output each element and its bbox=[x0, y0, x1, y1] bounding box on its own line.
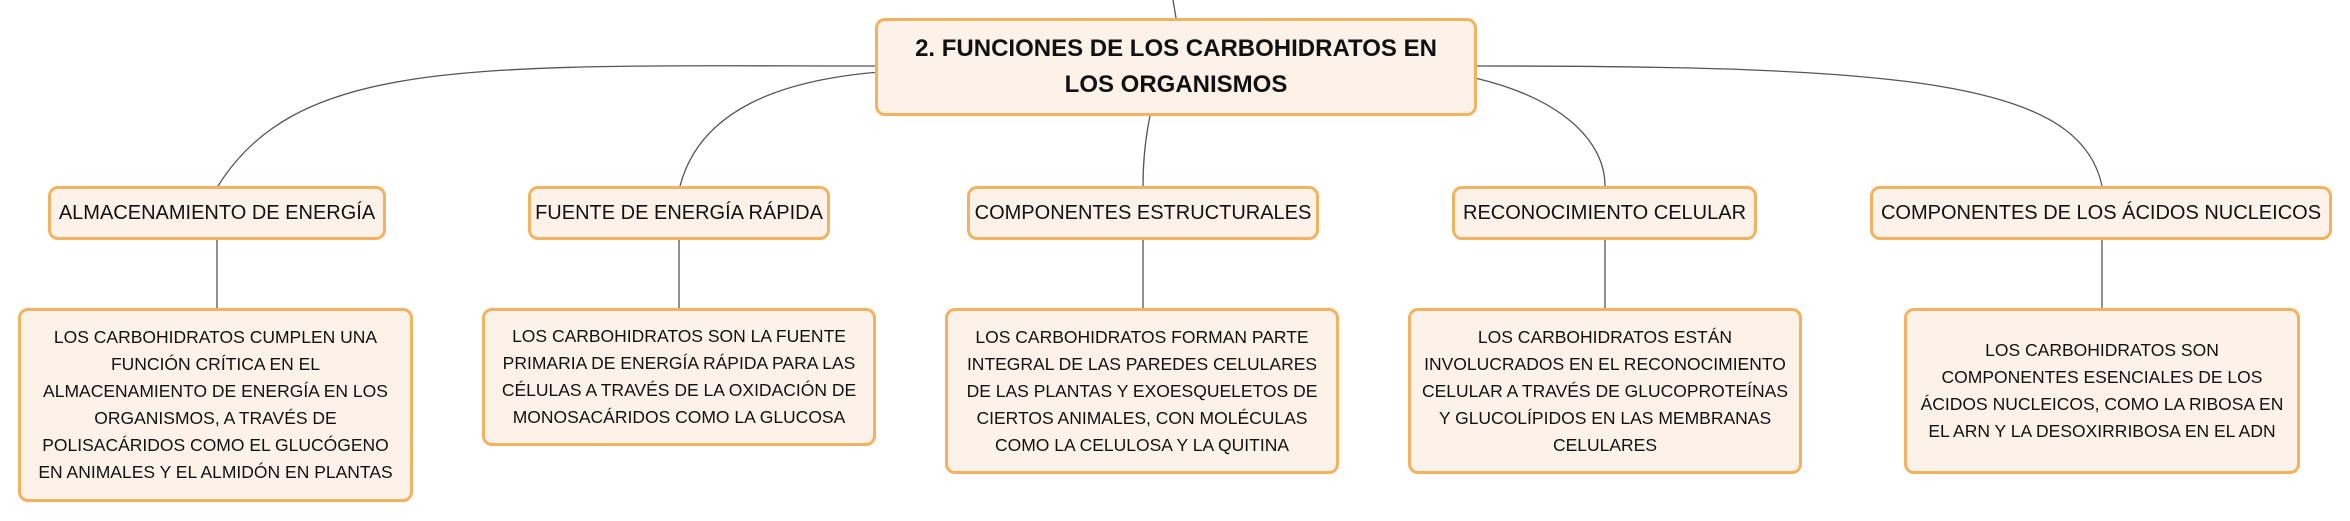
subtopic-almacenamiento-de-energia[interactable]: LOS CARBOHIDRATOS CUMPLEN UNA FUNCIÓN CR… bbox=[18, 308, 413, 502]
connector-root-to-branch-1 bbox=[217, 65, 881, 187]
topic-label: COMPONENTES ESTRUCTURALES bbox=[974, 202, 1312, 224]
subtopic-text: LOS CARBOHIDRATOS ESTÁN INVOLUCRADOS EN … bbox=[1422, 326, 1788, 455]
subtopic-text: LOS CARBOHIDRATOS FORMAN PARTE INTEGRAL … bbox=[966, 326, 1318, 455]
connector-root-to-branch-2 bbox=[679, 71, 881, 187]
topic-reconocimiento-celular[interactable]: RECONOCIMIENTO CELULAR bbox=[1452, 186, 1757, 240]
subtopic-text: LOS CARBOHIDRATOS CUMPLEN UNA FUNCIÓN CR… bbox=[38, 327, 393, 482]
subtopic-text: LOS CARBOHIDRATOS SON COMPONENTES ESENCI… bbox=[1920, 340, 2284, 441]
topic-label: RECONOCIMIENTO CELULAR bbox=[1463, 202, 1747, 224]
topic-componentes-estructurales[interactable]: COMPONENTES ESTRUCTURALES bbox=[967, 186, 1319, 240]
connector-root-to-branch-4 bbox=[1474, 77, 1606, 187]
subtopic-reconocimiento-celular[interactable]: LOS CARBOHIDRATOS ESTÁN INVOLUCRADOS EN … bbox=[1408, 308, 1802, 474]
subtopic-fuente-de-energia-rapida[interactable]: LOS CARBOHIDRATOS SON LA FUENTE PRIMARIA… bbox=[482, 308, 876, 446]
root-topic[interactable]: 2. FUNCIONES DE LOS CARBOHIDRATOS EN LOS… bbox=[875, 18, 1477, 116]
topic-label: FUENTE DE ENERGÍA RÁPIDA bbox=[535, 202, 823, 224]
topic-fuente-de-energia-rapida[interactable]: FUENTE DE ENERGÍA RÁPIDA bbox=[528, 186, 830, 240]
connector-root-to-branch-3 bbox=[1142, 115, 1151, 187]
root-topic-title: 2. FUNCIONES DE LOS CARBOHIDRATOS EN LOS… bbox=[915, 35, 1437, 98]
connector-root-to-branch-5 bbox=[1474, 65, 2103, 187]
topic-label: ALMACENAMIENTO DE ENERGÍA bbox=[58, 202, 376, 224]
connector-from-parent bbox=[1172, 0, 1177, 19]
topic-almacenamiento-de-energia[interactable]: ALMACENAMIENTO DE ENERGÍA bbox=[48, 186, 386, 240]
topic-componentes-acidos-nucleicos[interactable]: COMPONENTES DE LOS ÁCIDOS NUCLEICOS bbox=[1870, 186, 2332, 240]
subtopic-componentes-estructurales[interactable]: LOS CARBOHIDRATOS FORMAN PARTE INTEGRAL … bbox=[945, 308, 1339, 474]
topic-label: COMPONENTES DE LOS ÁCIDOS NUCLEICOS bbox=[1880, 202, 2322, 224]
subtopic-text: LOS CARBOHIDRATOS SON LA FUENTE PRIMARIA… bbox=[501, 326, 857, 427]
subtopic-componentes-acidos-nucleicos[interactable]: LOS CARBOHIDRATOS SON COMPONENTES ESENCI… bbox=[1904, 308, 2300, 474]
